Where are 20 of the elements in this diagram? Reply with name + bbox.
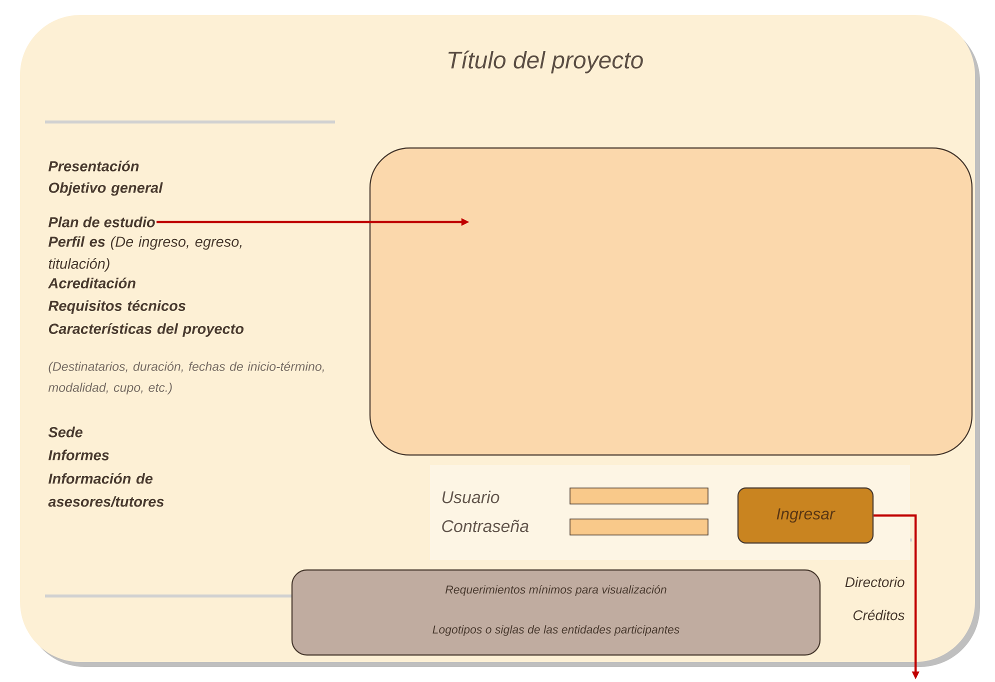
menu-item: Información de asesores/tutores [48, 473, 164, 507]
menu-item: Sede [48, 426, 82, 438]
login-button: Ingresar [737, 487, 874, 544]
menu-item: Presentación [48, 160, 139, 172]
menu-item: Características del proyecto [48, 323, 244, 337]
input-field [570, 488, 708, 504]
menu-item: Informes [48, 450, 109, 460]
footer-link: Directorio [845, 576, 904, 588]
menu-item: Plan de estudio [48, 216, 155, 228]
menu-item: Acreditación [48, 278, 136, 288]
field-label: Usuario [442, 490, 500, 504]
menu-item: Perfil es (De ingreso, egreso, titulación) [48, 236, 242, 272]
menu-item: (Destinatarios, duración, fechas de inicio-término, modalidad, cupo, etc.) [48, 362, 324, 394]
footer-box: Requerimientos mínimos para visualización Logotipos o siglas de las entidades participantes [291, 569, 821, 656]
input-field [570, 518, 708, 536]
field-label: Contraseña [442, 520, 528, 532]
content-box [369, 147, 973, 456]
footer-link: Créditos [853, 610, 904, 620]
menu-item: Requisitos técnicos [48, 300, 186, 314]
menu-item: Objetivo general [48, 182, 163, 196]
